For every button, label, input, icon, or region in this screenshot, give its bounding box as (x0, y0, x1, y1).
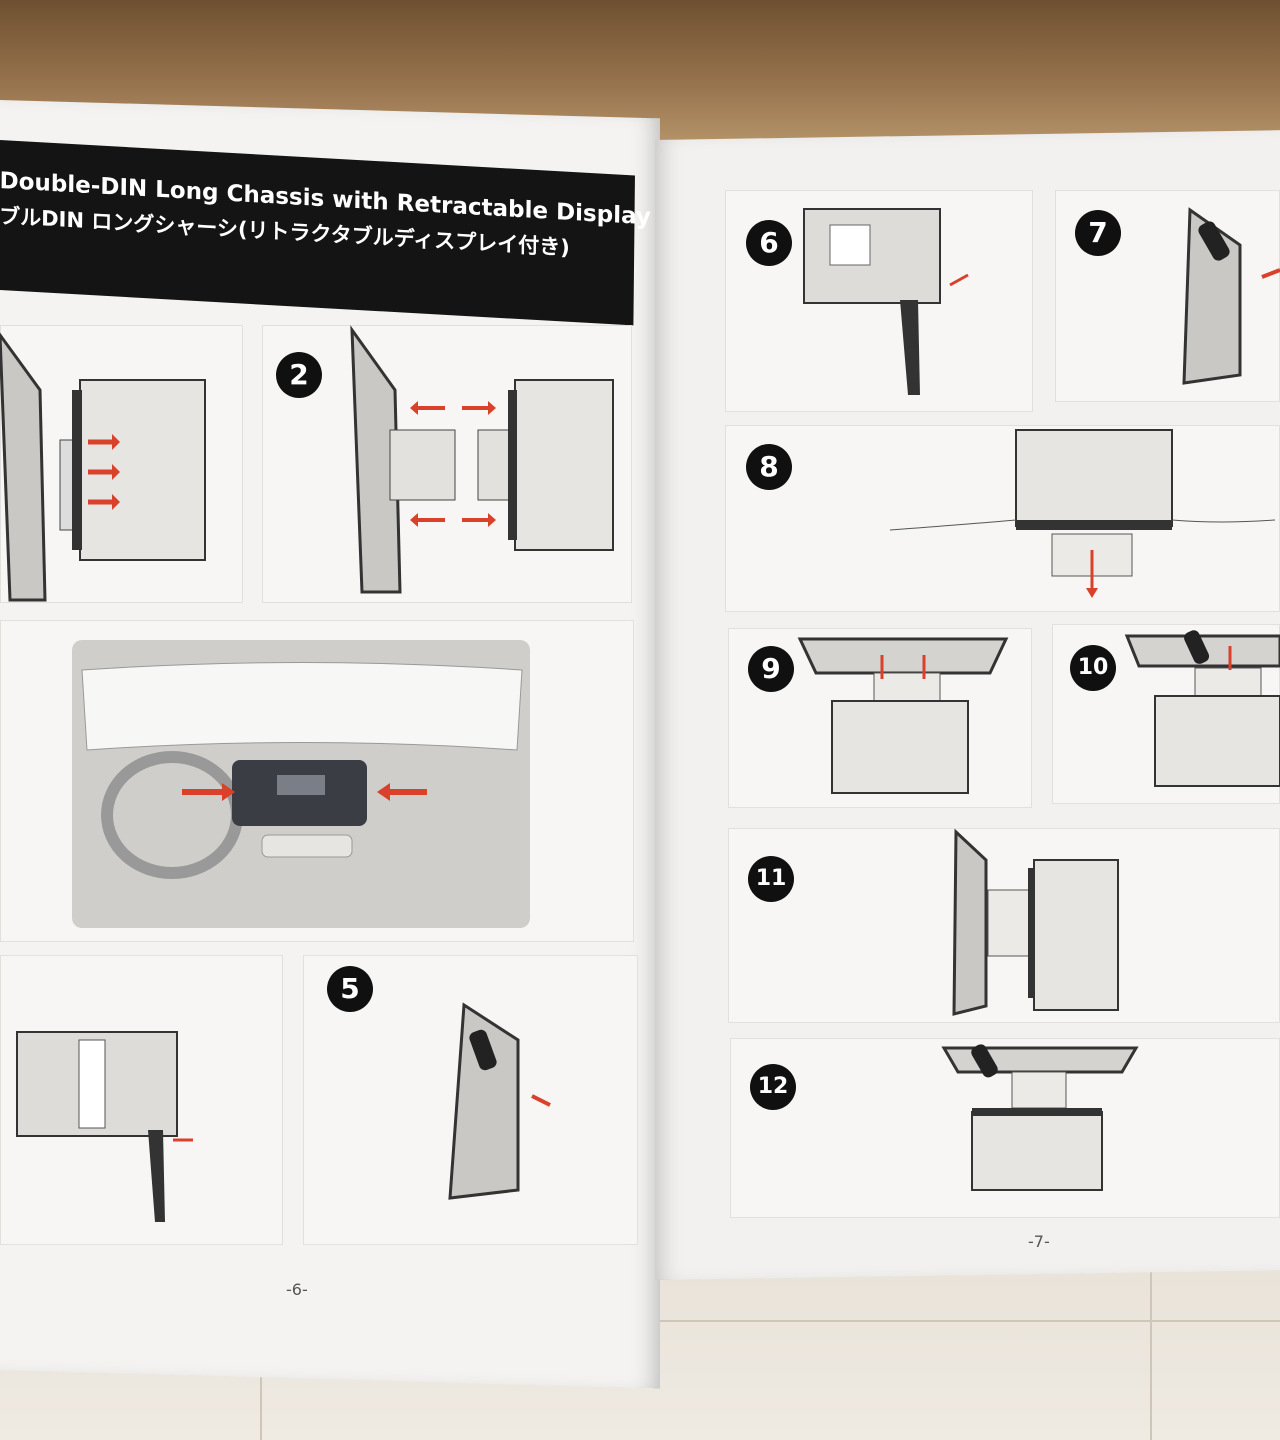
step-9-badge: 9 (748, 646, 794, 692)
dashboard-illustration (72, 640, 530, 928)
step-2-illustration (350, 325, 614, 594)
page-number-right: -7- (1028, 1232, 1050, 1251)
step-10-badge: 10 (1070, 645, 1116, 691)
step-12-badge: 12 (750, 1064, 796, 1110)
step-11-badge: 11 (748, 856, 794, 902)
step-7-badge: 7 (1075, 210, 1121, 256)
step-7-illustration (1182, 207, 1280, 385)
step-6-badge: 6 (746, 220, 792, 266)
page-number-left: -6- (286, 1280, 308, 1299)
step-10-illustration (1124, 630, 1280, 787)
step-4-illustration (16, 1031, 193, 1222)
step-5-illustration (448, 1002, 551, 1200)
step-5-badge: 5 (327, 966, 373, 1012)
step-6-illustration (803, 208, 969, 395)
step-12-illustration (941, 1044, 1139, 1191)
step-2-badge: 2 (276, 352, 322, 398)
step-11-illustration (952, 828, 1119, 1016)
step-8-panel (725, 425, 1280, 612)
step-8-illustration (889, 429, 1276, 598)
step-9-illustration (797, 637, 1009, 794)
step-8-badge: 8 (746, 444, 792, 490)
step-1-illustration (0, 332, 206, 602)
